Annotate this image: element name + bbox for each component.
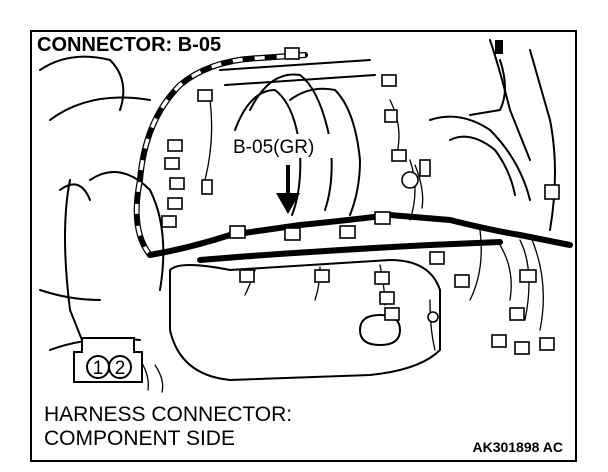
- engine-harness-illustration: 1 2 CONNECTOR: B-05 B-05(GR) HARNESS CON…: [30, 30, 577, 462]
- target-arrow: [276, 165, 300, 214]
- pin-1-label: 1: [93, 358, 104, 379]
- pin-2-label: 2: [115, 358, 126, 379]
- connector-callout: B-05(GR): [233, 137, 314, 158]
- harness-connectors: [161, 40, 560, 355]
- diagram-frame: 1 2 CONNECTOR: B-05 B-05(GR) HARNESS CON…: [30, 30, 577, 462]
- frame-border: [30, 30, 577, 462]
- diagram-title: CONNECTOR: B-05: [37, 34, 221, 56]
- footer-line-2: COMPONENT SIDE: [44, 427, 235, 450]
- figure-code: AK301898 AC: [472, 439, 563, 455]
- component-side-connector-icon: 1 2: [73, 337, 143, 383]
- footer-line-1: HARNESS CONNECTOR:: [44, 403, 292, 426]
